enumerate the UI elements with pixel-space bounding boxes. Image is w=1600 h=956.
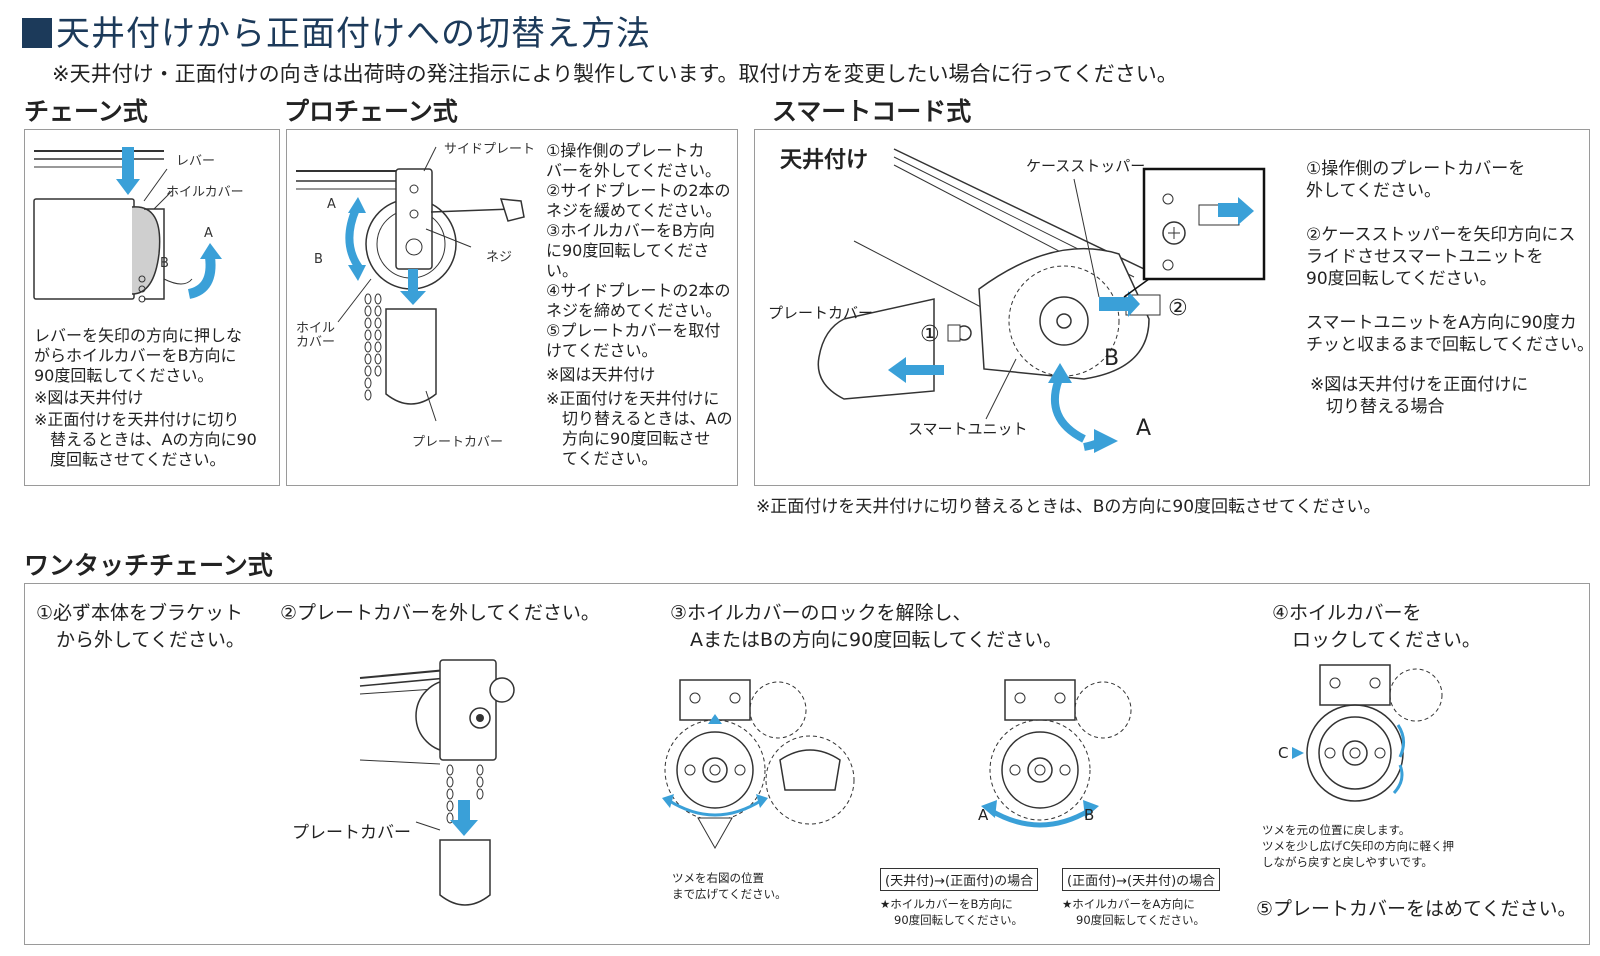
chain-panel (24, 129, 280, 486)
ot-case1-title: (天井付)→(正面付)の場合 (880, 868, 1039, 891)
ot-claw-diagram (662, 679, 855, 850)
ot-rotate-diagram (981, 679, 1132, 828)
ot-step3: ③ホイルカバーのロックを解除し、 AまたはBの方向に90度回転してください。 (670, 602, 1063, 651)
pro-plate-cover-label: プレートカバー (412, 435, 504, 450)
smart-steps: ①操作側のプレートカバーを 外してください。 ②ケースストッパーを矢印方向にス … (1306, 159, 1594, 417)
smart-footer: ※正面付けを天井付けに切り替えるときは、Bの方向に90度回転させてください。 (756, 497, 1381, 517)
marker-one: ① (920, 322, 940, 347)
title-square-icon (22, 18, 52, 48)
ot-label-b: B (1084, 806, 1095, 824)
smart-unit-label: スマートユニット (908, 420, 1028, 438)
ot-claw-note: ツメを右図の位置 まで広げてください。 (672, 871, 787, 901)
pro-label-a: A (327, 197, 336, 212)
ot-step5: ⑤プレートカバーをはめてください。 (1256, 898, 1577, 920)
chain-note2: ※正面付けを天井付けに切り 替えるときは、Aの方向に90 度回転させてください。 (34, 410, 257, 469)
side-plate-label: サイドプレート (444, 142, 536, 157)
ot-step2-diagram (359, 659, 515, 906)
ot-step4: ④ホイルカバーを ロックしてください。 (1272, 602, 1481, 651)
ot-case1-text: ★ホイルカバーをB方向に 90度回転してください。 (880, 897, 1023, 927)
pro-chain-steps: ①操作側のプレートカ バーを外してください。 ②サイドプレートの2本の ネジを緩… (546, 141, 733, 468)
pro-note2: ※正面付けを天井付けに 切り替えるときは、Aの 方向に90度回転させ てください… (546, 389, 733, 468)
pro-note1: ※図は天井付け (546, 365, 656, 384)
smart-plate-cover-label: プレートカバー (768, 304, 874, 322)
smart-label-b: B (1104, 346, 1120, 371)
screw-label: ネジ (486, 250, 513, 265)
case-stopper-label: ケースストッパー (1026, 157, 1146, 175)
ot-plate-cover-label: プレートカバー (292, 823, 411, 843)
pro-chain-panel (286, 129, 738, 486)
ot-step2: ②プレートカバーを外してください。 (280, 602, 600, 624)
chain-note1: ※図は天井付け (34, 388, 144, 407)
pro-chain-diagram (296, 146, 525, 422)
pro-wheel-cover-label: ホイル カバー (296, 321, 336, 350)
one-touch-heading: ワンタッチチェーン式 (24, 551, 273, 580)
ceiling-label: 天井付け (780, 148, 869, 173)
chain-label-a: A (204, 226, 213, 241)
marker-two: ② (1168, 296, 1188, 321)
chain-desc: レバーを矢印の方向に押しな がらホイルカバーをB方向に 90度回転してください。… (34, 326, 257, 469)
chain-label-b: B (160, 256, 169, 271)
ot-step1: ①必ず本体をブラケット から外してください。 (36, 602, 245, 651)
chain-heading: チェーン式 (24, 97, 148, 126)
smart-note: ※図は天井付けを正面付けに 切り替える場合 (1310, 375, 1529, 417)
lever-label: レバー (176, 154, 216, 169)
ot-lock-diagram (1292, 664, 1443, 802)
one-touch-panel (24, 583, 1590, 945)
ot-label-a: A (978, 806, 989, 824)
pro-chain-heading: プロチェーン式 (284, 97, 458, 126)
smart-heading: スマートコード式 (772, 97, 972, 126)
page-title: 天井付けから正面付けへの切替え方法 (22, 6, 651, 55)
header-note: ※天井付け・正面付けの向きは出荷時の発注指示により製作しています。取付け方を変更… (52, 62, 1178, 86)
smart-panel (754, 129, 1590, 486)
smart-label-a: A (1136, 416, 1152, 441)
chain-diagram (33, 147, 222, 303)
ot-case2-title: (正面付)→(天井付)の場合 (1062, 868, 1221, 891)
smart-diagram (817, 148, 1266, 453)
pro-label-b: B (314, 252, 323, 267)
ot-lock-note: ツメを元の位置に戻します。 ツメを少し広げC矢印の方向に軽く押 しながら戻すと戻… (1262, 823, 1455, 869)
ot-label-c: C (1278, 744, 1289, 762)
ot-case2-text: ★ホイルカバーをA方向に 90度回転してください。 (1062, 897, 1205, 927)
wheel-cover-label: ホイルカバー (166, 185, 244, 200)
